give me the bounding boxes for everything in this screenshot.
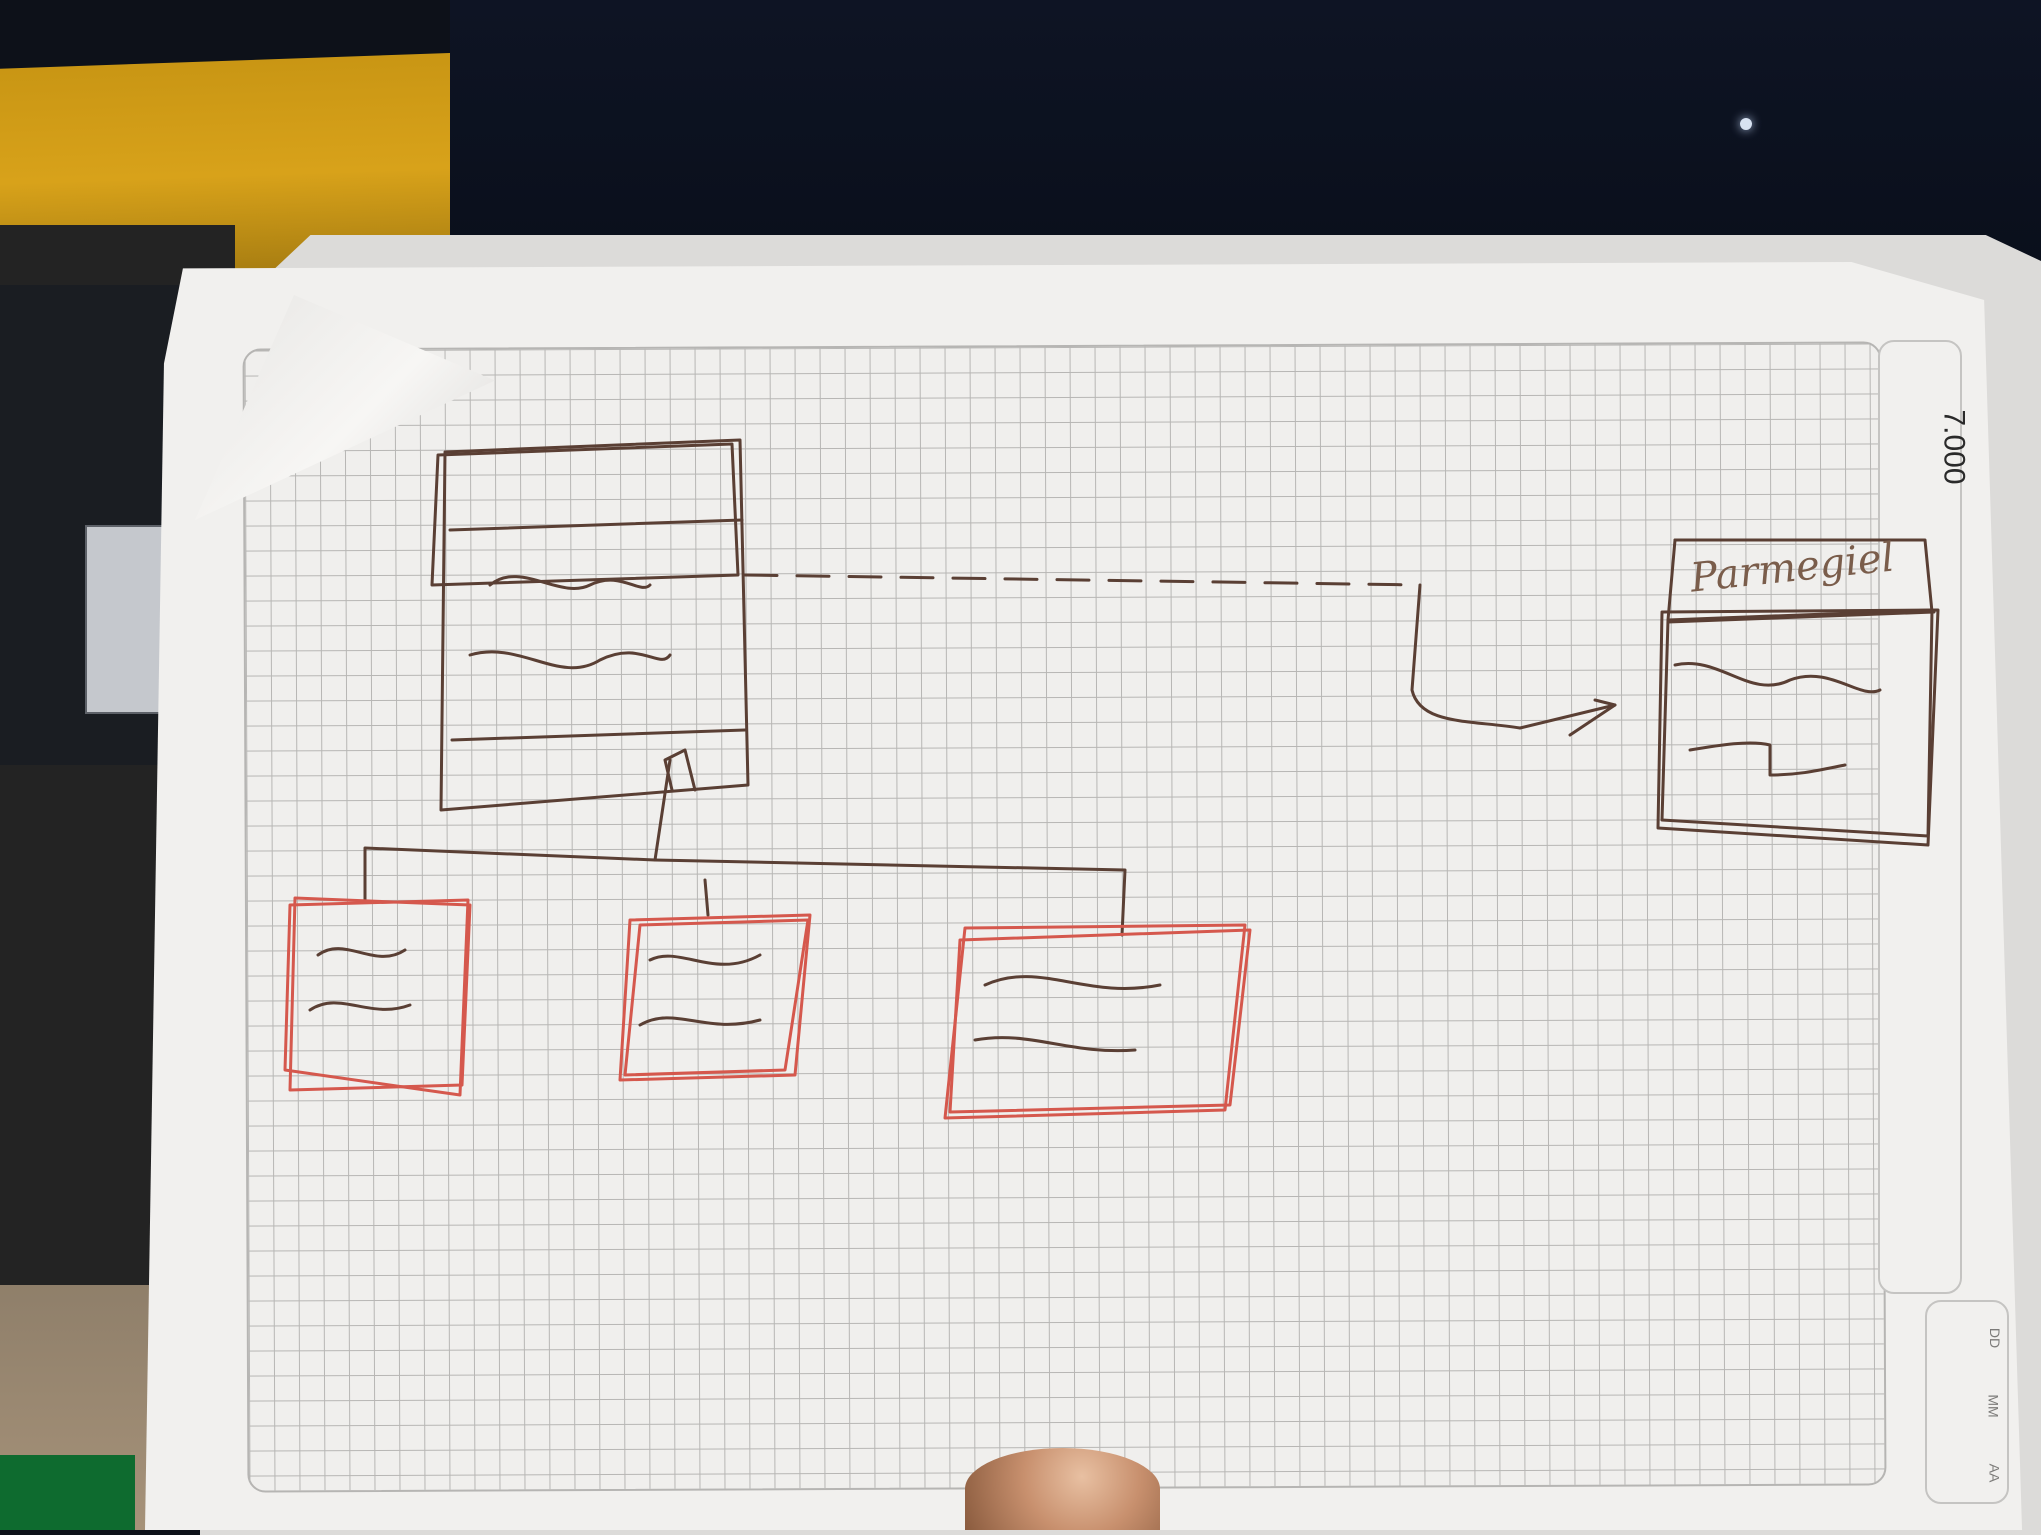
background-dark-panel — [450, 0, 2041, 270]
thumb — [965, 1448, 1160, 1530]
sketch-main-card — [439, 438, 750, 812]
sketch-side-card — [1660, 608, 1934, 838]
background-light — [1740, 118, 1752, 130]
side-strip — [1878, 340, 1962, 1294]
desk-green-object — [0, 1455, 135, 1530]
sketch-child-card-1 — [283, 898, 470, 1097]
date-box — [1925, 1300, 2009, 1504]
sketch-child-card-2 — [618, 913, 812, 1082]
sketch-child-card-3 — [943, 923, 1247, 1120]
